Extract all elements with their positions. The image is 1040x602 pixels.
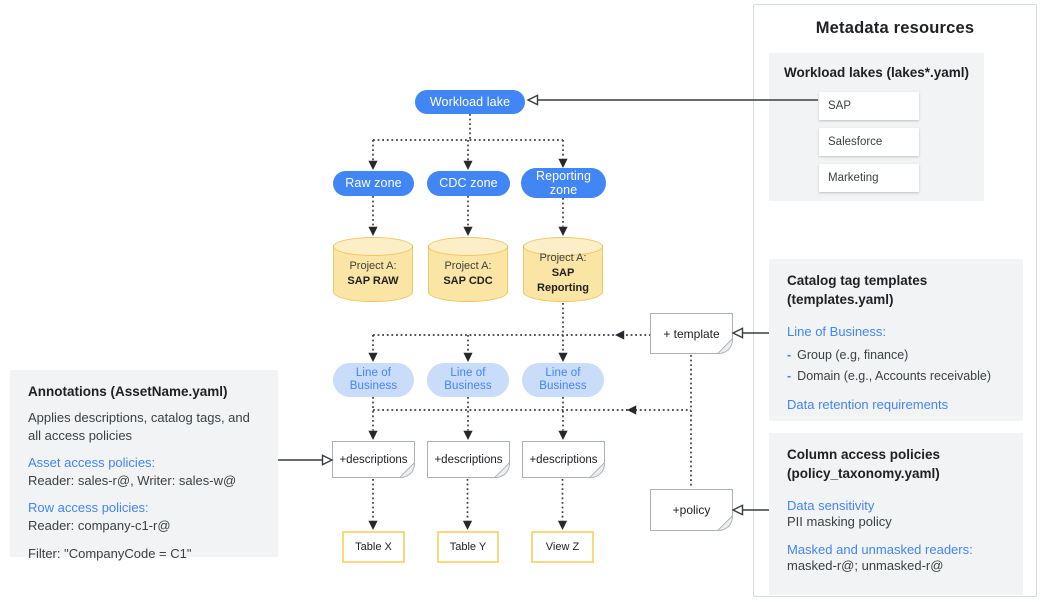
table-y-node: Table Y [437, 531, 499, 563]
dataset-label: SAP Reporting [537, 267, 589, 294]
dataset-label: SAP CDC [443, 274, 493, 287]
asset-access-heading: Asset access policies: [28, 455, 156, 471]
project-label: Project A: [539, 252, 587, 265]
bullet-group-text: Group (e.g, finance) [797, 348, 909, 363]
masked-readers-heading: Masked and unmasked readers: [787, 541, 973, 557]
project-label: Project A: [349, 259, 397, 272]
workload-lakes-box: Workload lakes (lakes*.yaml) SAP Salesfo… [769, 53, 984, 201]
pii-masking-text: PII masking policy [787, 514, 892, 530]
filter-text: Filter: "CompanyCode = C1" [28, 545, 192, 561]
descriptions-note-3: +descriptions [522, 441, 605, 478]
bullet-group: -Group (e.g, finance) [787, 345, 1005, 366]
lob-heading: Line of Business: [787, 324, 887, 340]
descriptions-label: +descriptions [529, 453, 598, 466]
folded-corner-icon [589, 462, 605, 478]
catalog-tag-templates-box: Catalog tag templates (templates.yaml) L… [769, 259, 1023, 421]
descriptions-note-2: +descriptions [427, 441, 510, 478]
catalog-heading-line1: Catalog tag templates [787, 273, 928, 288]
bullet-domain: -Domain (e.g., Accounts receivable) [787, 366, 1005, 387]
data-sensitivity-heading: Data sensitivity [787, 498, 875, 514]
folded-corner-icon [399, 462, 415, 478]
policy-label: +policy [672, 503, 711, 517]
lake-item-sap: SAP [819, 92, 919, 120]
policy-note: +policy [650, 489, 733, 531]
project-label: Project A: [444, 259, 492, 272]
column-heading-line1: Column access policies [787, 447, 941, 462]
metadata-resources-title: Metadata resources [815, 19, 975, 37]
workload-lakes-heading: Workload lakes (lakes*.yaml) [783, 65, 970, 80]
lake-item-marketing: Marketing [819, 164, 919, 192]
catalog-heading-line2: (templates.yaml) [787, 292, 894, 308]
dataset-label: SAP RAW [347, 274, 399, 287]
template-label: + template [663, 326, 720, 341]
annotations-body: Applies descriptions, catalog tags, and … [28, 410, 250, 443]
table-x-node: Table X [342, 531, 405, 563]
workload-lake-node: Workload lake [415, 90, 525, 114]
raw-zone-node: Raw zone [333, 171, 414, 196]
cylinder-top [428, 237, 508, 256]
masked-readers-body: masked-r@; unmasked-r@ [787, 557, 944, 573]
descriptions-label: +descriptions [339, 453, 408, 466]
lake-item-salesforce: Salesforce [819, 128, 919, 156]
folded-corner-icon [494, 462, 510, 478]
row-access-body: Reader: company-c1-r@ [28, 517, 171, 533]
column-access-policies-box: Column access policies (policy_taxonomy.… [769, 433, 1023, 595]
folded-corner-icon [717, 338, 733, 354]
row-access-heading: Row access policies: [28, 500, 149, 516]
annotations-title: Annotations (AssetName.yaml) [28, 384, 228, 399]
lob-tag-2: Line of Business [427, 363, 509, 397]
metadata-resources-panel: Metadata resources Workload lakes (lakes… [753, 4, 1037, 597]
asset-access-body: Reader: sales-r@, Writer: sales-w@ [28, 472, 237, 488]
folded-corner-icon [717, 515, 733, 531]
lob-tag-3: Line of Business [522, 363, 604, 397]
bullet-dash-icon: - [787, 369, 792, 384]
cylinder-top [523, 237, 603, 256]
descriptions-label: +descriptions [434, 453, 503, 466]
annotations-panel: Annotations (AssetName.yaml) Applies des… [10, 370, 278, 561]
view-z-node: View Z [531, 531, 594, 563]
project-sap-reporting-cylinder: Project A: SAP Reporting [523, 237, 603, 302]
reporting-zone-node: Reporting zone [521, 168, 606, 198]
bullet-dash-icon: - [787, 348, 792, 363]
project-sap-cdc-cylinder: Project A: SAP CDC [428, 237, 508, 302]
project-sap-raw-cylinder: Project A: SAP RAW [333, 237, 413, 302]
data-retention-heading: Data retention requirements [787, 397, 949, 413]
column-heading-line2: (policy_taxonomy.yaml) [787, 466, 940, 482]
cdc-zone-node: CDC zone [427, 171, 510, 196]
bullet-domain-text: Domain (e.g., Accounts receivable) [797, 369, 992, 384]
cylinder-top [333, 237, 413, 256]
descriptions-note-1: +descriptions [332, 441, 415, 478]
template-note: + template [650, 313, 733, 354]
lob-tag-1: Line of Business [333, 363, 414, 397]
